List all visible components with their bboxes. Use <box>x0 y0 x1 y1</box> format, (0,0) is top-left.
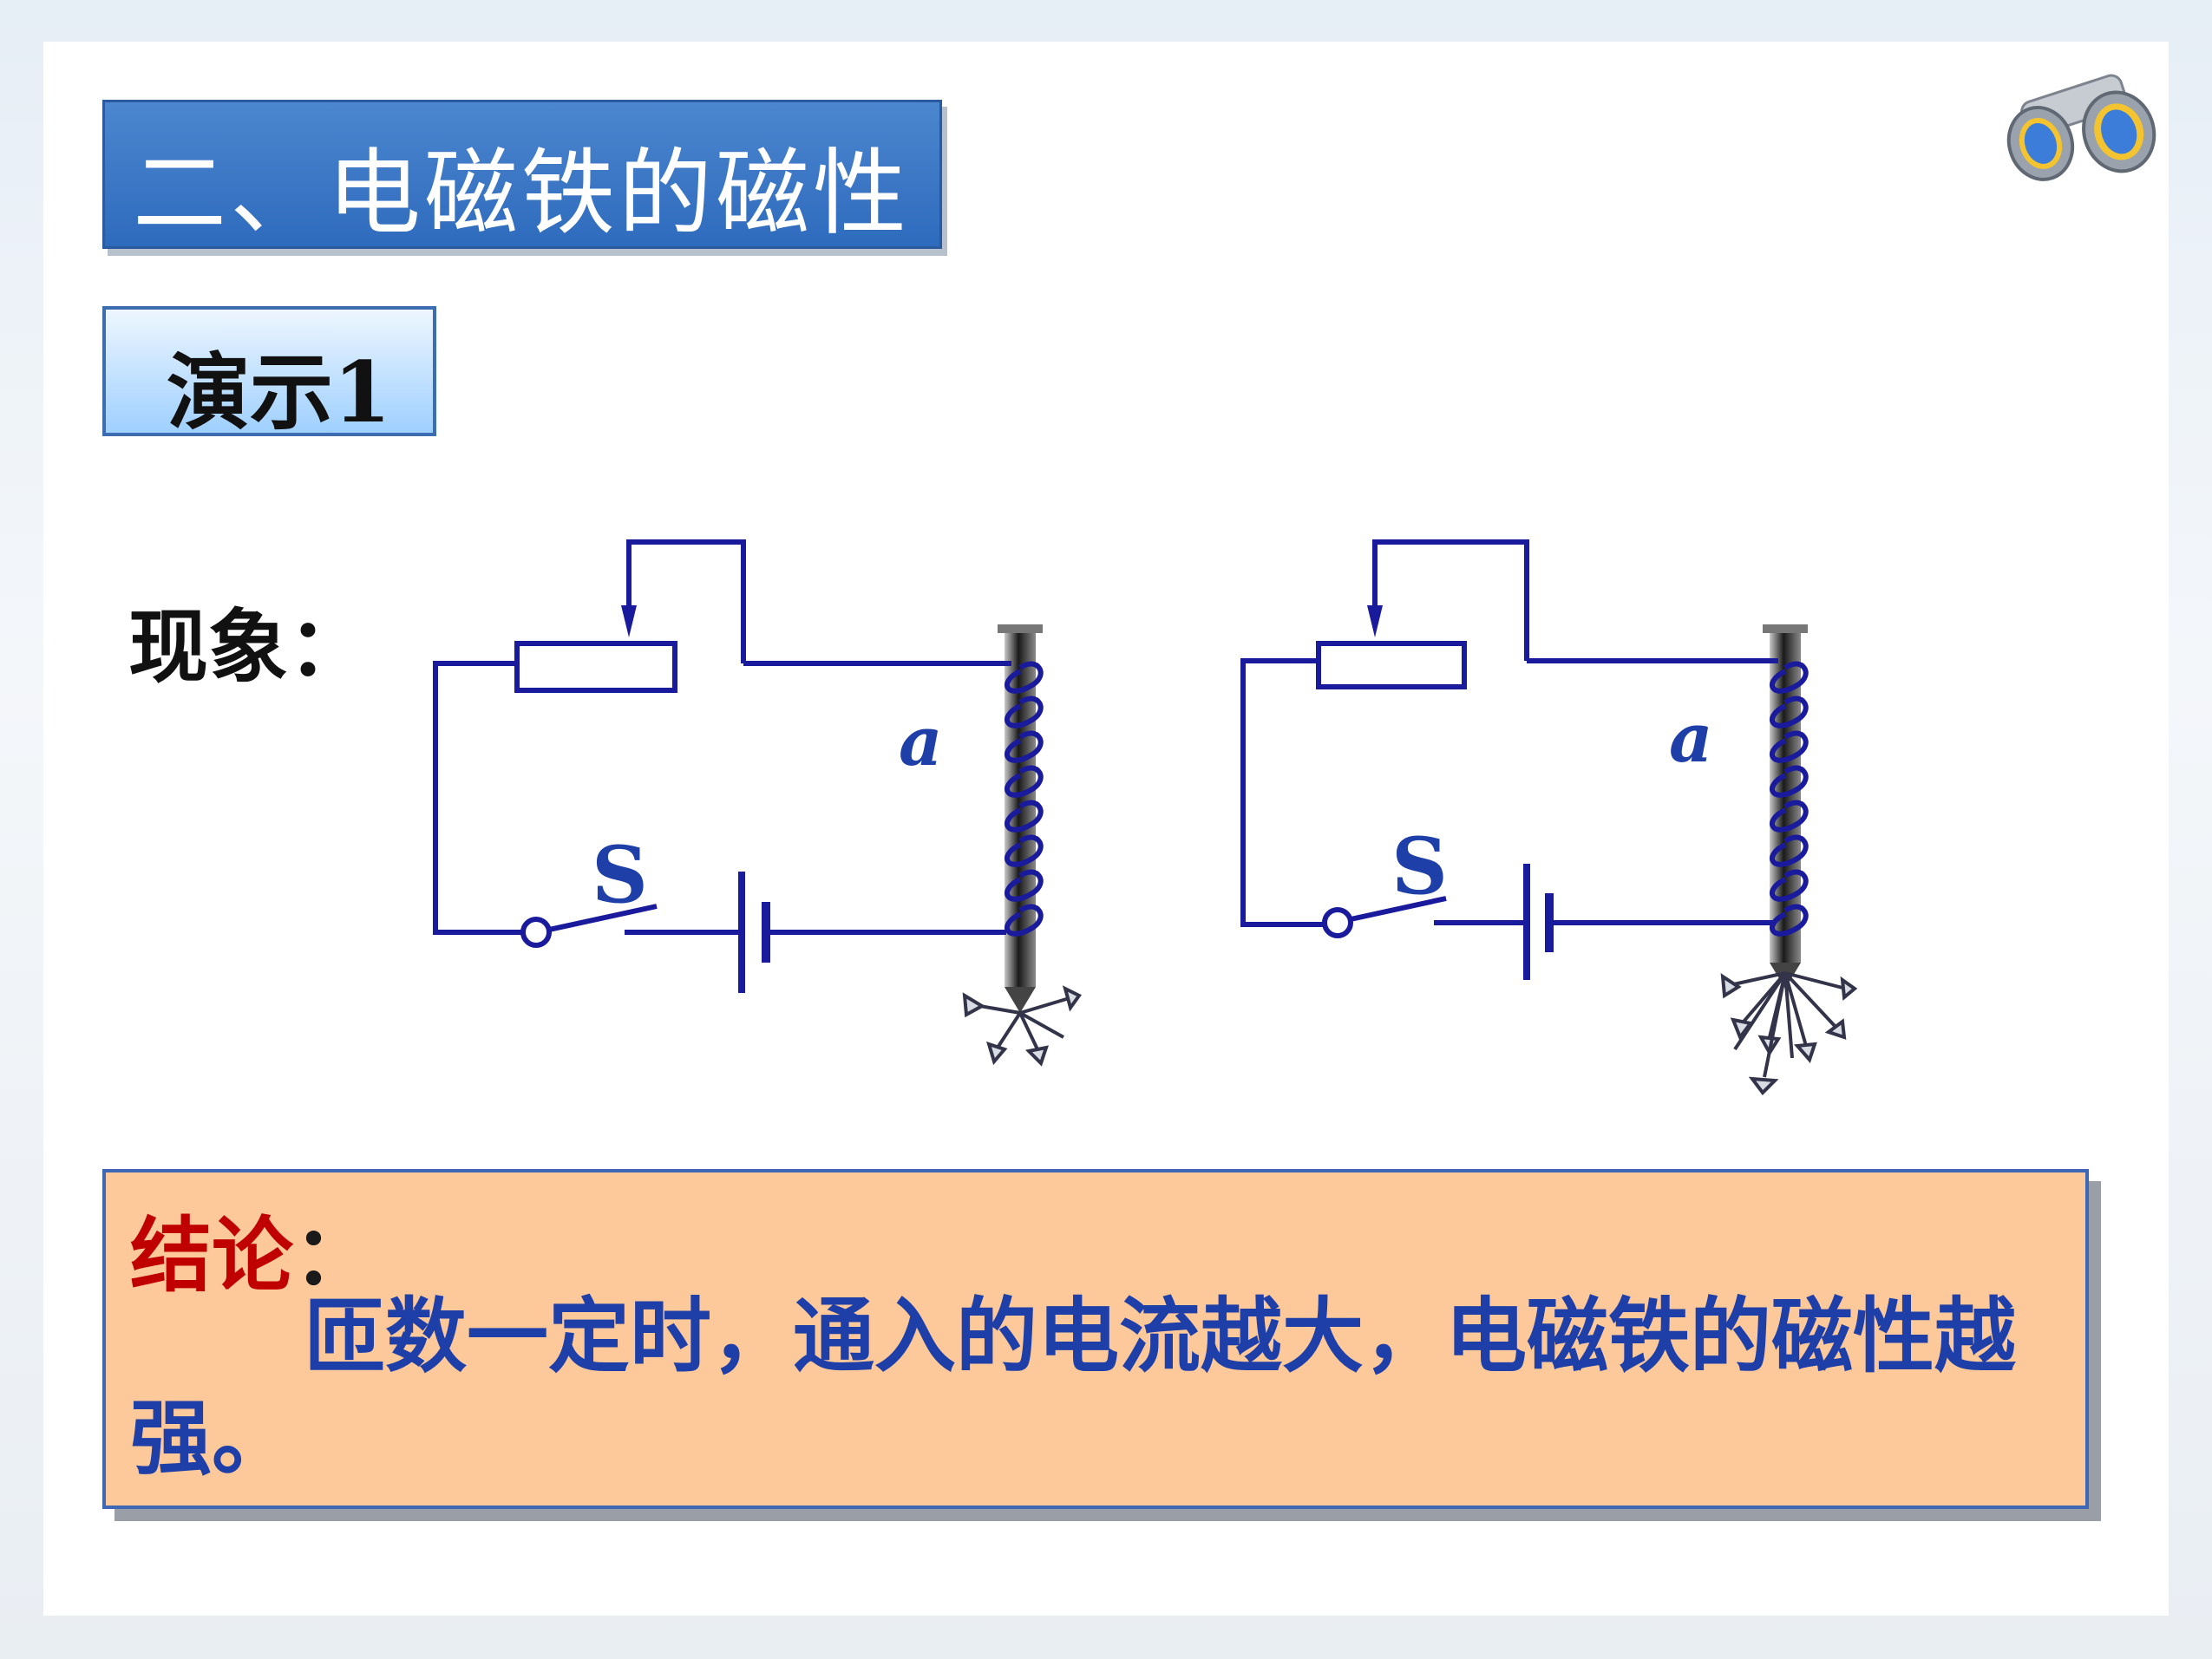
conclusion-heading: 结论： <box>130 1190 375 1308</box>
right-switch-pivot <box>1322 907 1353 938</box>
demo-label-box: 演示1 <box>102 306 436 441</box>
left-switch-label: S <box>592 829 648 921</box>
left-wire-top <box>626 539 746 663</box>
right-coil <box>1770 661 1809 937</box>
phenomenon-label: 现象： <box>128 600 369 694</box>
left-pins <box>962 985 1082 1067</box>
left-coil <box>1005 661 1044 937</box>
conclusion-label: 结论 <box>130 1208 294 1303</box>
left-circuit <box>433 539 1082 1067</box>
right-pins <box>1720 971 1858 1096</box>
right-circuit <box>1240 539 1858 1096</box>
binoculars-icon <box>2006 74 2156 181</box>
right-switch-blade <box>1350 896 1447 922</box>
left-switch-blade <box>548 904 658 932</box>
circuit-diagrams: a S <box>433 539 1858 1096</box>
conclusion-box: 结论： 匝数一定时，通入的电流越大，电磁铁的磁性越强。 <box>102 1169 2089 1509</box>
right-coil-label: a <box>1669 699 1713 778</box>
right-switch-label: S <box>1391 820 1448 912</box>
conclusion-text: 匝数一定时，通入的电流越大，电磁铁的磁性越强。 <box>130 1289 2017 1486</box>
right-wire-top <box>1372 539 1529 661</box>
left-coil-label: a <box>899 702 943 781</box>
title-banner: 二、电磁铁的磁性 <box>102 100 942 249</box>
left-switch-pivot <box>520 917 552 948</box>
demo-label: 演示1 <box>167 343 391 441</box>
left-rheostat <box>514 641 677 693</box>
conclusion-colon: ： <box>293 1208 376 1303</box>
right-rheostat <box>1316 641 1467 689</box>
page-title: 二、电磁铁的磁性 <box>133 140 911 248</box>
